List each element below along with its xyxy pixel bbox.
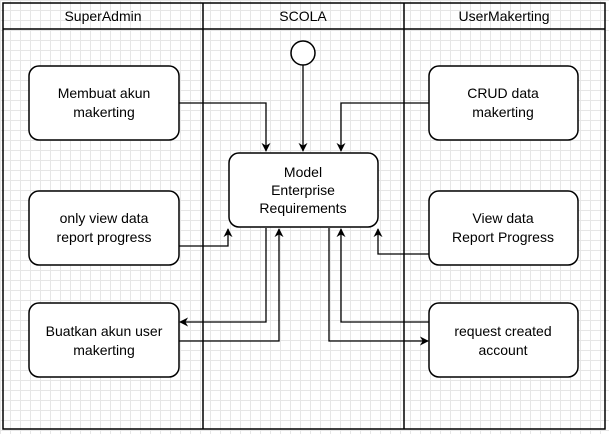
- edge-model-to-view-admin: [179, 228, 233, 247]
- node-label-line: report progress: [57, 229, 152, 245]
- node-label-line: Buatkan akun user: [46, 323, 163, 339]
- node-label-line: account: [478, 342, 527, 358]
- node-only-view-report[interactable]: only view data report progress: [28, 190, 180, 266]
- lane-title-scola: SCOLA: [279, 8, 327, 24]
- edge-buat-akun-to-model: [179, 102, 271, 152]
- node-crud-data[interactable]: CRUD data makerting: [428, 65, 579, 141]
- edges: [179, 65, 429, 346]
- node-label-line: makerting: [472, 104, 533, 120]
- node-model-enterprise-requirements[interactable]: Model Enterprise Requirements: [228, 152, 379, 228]
- node-label-line: View data: [472, 210, 533, 226]
- lane-title-superadmin: SuperAdmin: [64, 8, 141, 24]
- node-label-line: makerting: [73, 342, 134, 358]
- swimlane-frame: [2, 2, 606, 430]
- node-label-line: makerting: [73, 104, 134, 120]
- node-label-line: Requirements: [259, 200, 346, 216]
- pool-border: [2, 2, 606, 430]
- edge-buatkan-akun-to-model: [179, 228, 284, 342]
- node-membuat-akun[interactable]: Membuat akun makerting: [28, 65, 180, 141]
- start-node[interactable]: [290, 40, 316, 66]
- edge-model-to-buatkan-akun: [179, 228, 267, 327]
- lane-title-usermakerting: UserMakerting: [458, 8, 549, 24]
- edge-crud-to-model: [336, 102, 429, 152]
- node-label-line: Report Progress: [452, 229, 554, 245]
- node-label-line: Membuat akun: [58, 85, 151, 101]
- node-label-line: request created: [454, 323, 551, 339]
- edge-model-to-request: [328, 228, 429, 346]
- node-label-line: only view data: [60, 210, 149, 226]
- edge-view-user-to-model: [373, 228, 429, 255]
- node-label-line: CRUD data: [467, 85, 539, 101]
- node-label-line: Enterprise: [271, 182, 335, 198]
- node-request-created-account[interactable]: request created account: [428, 302, 579, 378]
- edge-request-to-model: [336, 228, 429, 323]
- node-label-line: Model: [284, 164, 322, 180]
- node-view-data-report[interactable]: View data Report Progress: [428, 190, 579, 266]
- node-buatkan-akun[interactable]: Buatkan akun user makerting: [28, 302, 180, 378]
